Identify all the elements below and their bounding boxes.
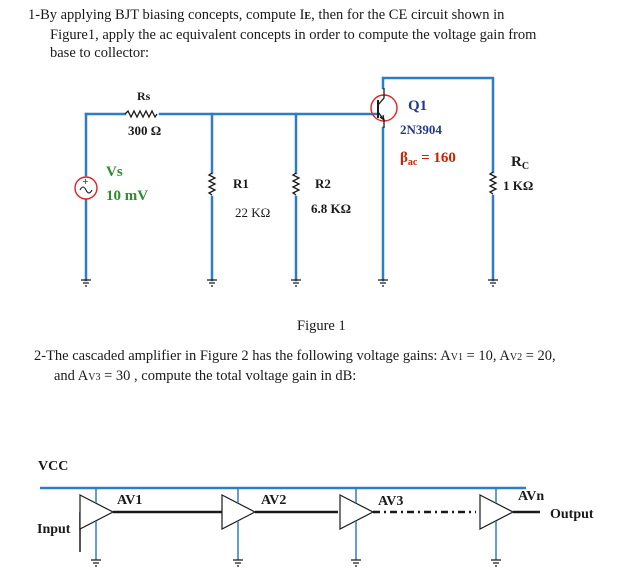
amp-3-label: AV3 [378,494,403,509]
ground-icon [351,559,361,567]
q1-label: Q1 [408,98,427,114]
question-2-line-1: 2-The cascaded amplifier in Figure 2 has… [34,348,556,364]
question-1-line-3: base to collector: [50,45,150,61]
rs-label: Rs [137,89,151,103]
rs-resistor [124,109,158,119]
question-2: 2-The cascaded amplifier in Figure 2 has… [34,347,629,387]
question-1: 1-By applying BJT biasing concepts, comp… [28,6,623,62]
transistor-q1-icon [370,88,398,128]
amplifier-1-icon [79,488,115,560]
ac-source-icon: + [74,176,98,200]
amp-2-label: AV2 [261,493,286,508]
rs-value: 300 Ω [128,123,161,138]
amplifier-n-icon [479,488,515,560]
ground-icon [491,559,501,567]
q1-part: 2N3904 [400,122,442,137]
ground-icon [233,559,243,567]
amp-n-label: AVn [518,489,544,504]
rc-label: RC [511,154,529,172]
rc-value: 1 KΩ [503,178,533,193]
amp-1-label: AV1 [117,493,142,508]
svg-text:+: + [82,177,89,186]
r2-label: R2 [315,176,331,191]
ground-icon [91,559,101,567]
beta-label: βac = 160 [400,150,456,168]
question-2-line-2: and AV3 = 30 , compute the total voltage… [54,368,357,384]
amplifier-2-icon [221,488,257,560]
question-1-line-1: 1-By applying BJT biasing concepts, comp… [28,7,505,23]
ground-icon [378,279,388,287]
ground-icons [81,279,498,287]
rc-resistor [488,171,498,195]
ground-icon [291,279,301,287]
vcc-label: VCC [38,459,68,474]
input-label: Input [37,522,71,537]
figure-1-caption: Figure 1 [297,318,346,334]
r1-resistor [207,172,217,196]
ground-icon [81,279,91,287]
r1-value: 22 KΩ [235,205,270,220]
vs-label: Vs [106,164,123,180]
ground-icon [488,279,498,287]
amplifier-3-icon [339,488,375,560]
r2-value: 6.8 KΩ [311,201,351,216]
question-1-line-2: Figure1, apply the ac equivalent concept… [50,27,537,43]
r1-label: R1 [233,176,249,191]
wire-collector [381,76,495,174]
output-label: Output [550,507,594,522]
r2-resistor [291,172,301,196]
ground-icon [207,279,217,287]
vs-value: 10 mV [106,188,148,204]
